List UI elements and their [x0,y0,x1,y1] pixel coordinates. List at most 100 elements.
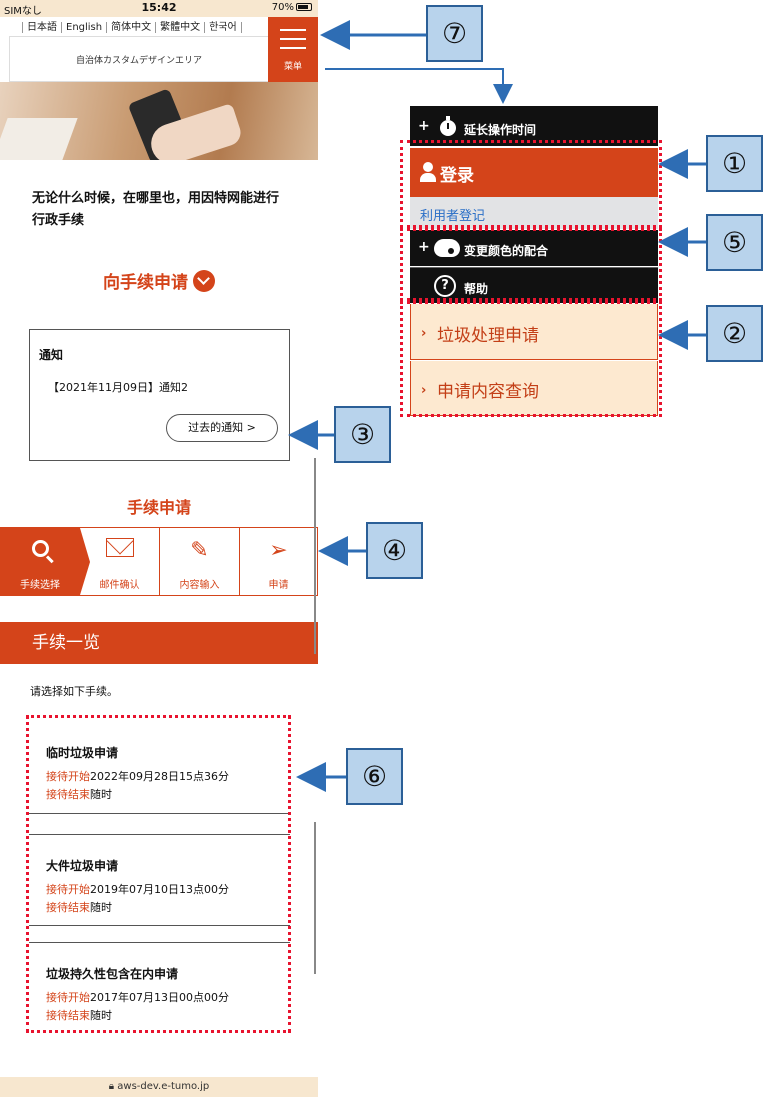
battery-icon [296,3,312,11]
step-select-procedure: 手续选择 [0,528,90,595]
annotation-box-settings [400,228,662,301]
menu-help[interactable]: ? 帮助 [410,267,658,303]
start-value: 2019年07月10日13点00分 [90,883,229,896]
step-label: 手续选择 [20,580,60,591]
chevron-right-icon: › [421,383,427,398]
step-indicator: 手续选择 邮件确认 ✎ 内容输入 ➢ 申请 [0,527,318,596]
annotation-box-procedure-list [26,715,291,1033]
palette-icon [434,239,460,257]
chevron-down-icon [193,270,215,292]
lang-japanese[interactable]: 日本語 [22,22,61,33]
clock: 15:42 [141,1,177,14]
envelope-icon [105,538,134,557]
procedure-list-hint: 请选择如下手续。 [30,685,118,698]
menu-button-label: 菜单 [283,62,302,72]
annotation-badge-4: ④ [366,522,423,579]
lang-korean[interactable]: 한국어 [204,22,242,33]
notice-title: 通知 [39,348,64,362]
annotation-badge-1: ① [706,135,763,192]
search-icon [31,540,49,557]
menu-login-label: 登录 [440,166,474,186]
chevron-right-icon: › [421,326,427,341]
procedure-list-heading: 手续一览 [0,622,318,664]
step-email-confirm: 邮件确认 [80,528,159,595]
menu-garbage-apply-label: 垃圾处理申请 [437,326,539,346]
end-key: 接待结束 [46,1009,90,1022]
end-value: 随时 [90,788,112,801]
annotation-badge-3: ③ [334,406,391,463]
procedure-heading: 手续申请 [126,498,191,517]
lang-english[interactable]: English [61,22,107,33]
step-apply: ➢ 申请 [239,528,318,595]
annotation-badge-6: ⑥ [346,748,403,805]
end-key: 接待结束 [46,901,90,914]
step-label: 内容输入 [179,580,220,591]
annotation-box-login [400,140,662,228]
scrollbar[interactable] [314,822,316,974]
procedure-item[interactable]: 垃圾持久性包含在内申请 接待开始2017年07月13日00点00分 接待结束随时 [29,942,290,1032]
menu-login[interactable]: 登录 [410,148,658,197]
address-bar[interactable]: 🔒︎ aws-dev.e-tumo.jp [0,1077,318,1097]
pencil-icon: ✎ [190,538,209,563]
status-bar: SIMなし 15:42 70% [0,0,318,17]
past-notices-button[interactable]: 过去的通知 > [166,414,278,442]
start-key: 接待开始 [46,991,90,1004]
annotation-badge-5: ⑤ [706,214,763,271]
lang-simplified-chinese[interactable]: 简体中文 [106,22,156,33]
end-key: 接待结束 [46,788,90,801]
end-value: 随时 [90,1009,112,1022]
procedure-item[interactable]: 临时垃圾申请 接待开始2022年09月28日15点36分 接待结束随时 [29,722,290,814]
send-icon: ➢ [269,538,288,563]
hamburger-menu-button[interactable]: 菜单 [268,17,318,82]
url-text: aws-dev.e-tumo.jp [117,1081,210,1092]
site-title: 自治体カスタムデザインエリア [75,56,202,66]
plus-icon: + [418,118,430,134]
menu-garbage-apply[interactable]: › 垃圾处理申请 [410,304,658,360]
lock-icon: 🔒︎ [108,1081,118,1092]
scrollbar[interactable] [314,458,316,654]
to-apply-link[interactable]: 向手续申请 [0,268,318,293]
arrow-to-menu-panel [325,68,513,104]
notice-box: 通知 【2021年11月09日】通知2 过去的通知 > [29,329,290,461]
procedure-name: 临时垃圾申请 [46,746,119,760]
user-icon [420,162,436,182]
hamburger-icon [280,29,306,56]
stopwatch-icon [440,116,456,136]
notice-item[interactable]: 【2021年11月09日】通知2 [48,381,188,394]
lang-traditional-chinese[interactable]: 繁體中文 [155,22,205,33]
end-value: 随时 [90,901,112,914]
menu-register-label: 利用者登记 [420,209,486,224]
menu-register[interactable]: 利用者登记 [410,197,658,229]
menu-help-label: 帮助 [464,282,489,296]
to-apply-label: 向手续申请 [103,273,188,293]
battery-percent: 70% [271,2,294,13]
start-value: 2022年09月28日15点36分 [90,770,229,783]
menu-change-colors[interactable]: + 变更颜色的配合 [410,230,658,266]
start-value: 2017年07月13日00点00分 [90,991,229,1004]
hero-image [0,82,318,160]
site-header: 自治体カスタムデザインエリア [9,36,268,82]
annotation-box-procedures [400,301,662,417]
start-key: 接待开始 [46,770,90,783]
step-label: 邮件确认 [99,580,140,591]
procedure-item[interactable]: 大件垃圾申请 接待开始2019年07月10日13点00分 接待结束随时 [29,834,290,926]
step-label: 申请 [268,580,289,591]
start-key: 接待开始 [46,883,90,896]
menu-extend-time[interactable]: + 延长操作时间 [410,106,658,146]
help-icon: ? [434,275,456,297]
battery-status: 70% [272,2,312,13]
tagline: 无论什么时候，在哪里也，用因特网能进行行政手续 [32,191,280,228]
menu-extend-time-label: 延长操作时间 [464,123,537,137]
procedure-name: 大件垃圾申请 [46,859,119,873]
menu-inquiry[interactable]: › 申请内容查询 [410,361,658,416]
menu-change-colors-label: 变更颜色的配合 [464,244,549,258]
procedure-name: 垃圾持久性包含在内申请 [46,967,179,981]
annotation-badge-2: ② [706,305,763,362]
step-content-input: ✎ 内容输入 [159,528,239,595]
annotation-badge-7: ⑦ [426,5,483,62]
plus-icon: + [418,239,430,255]
menu-inquiry-label: 申请内容查询 [437,382,539,402]
carrier-label: SIMなし [4,6,42,17]
